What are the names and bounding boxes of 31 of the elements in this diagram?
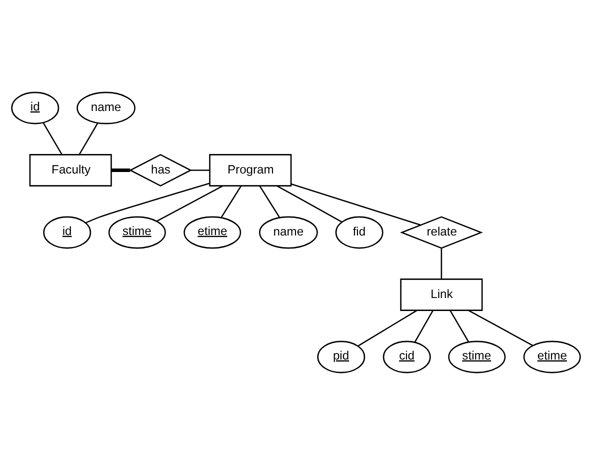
connector: [156, 185, 223, 222]
connector: [358, 310, 418, 347]
connector: [85, 182, 210, 224]
connector: [276, 185, 342, 222]
node-box: Link: [400, 278, 483, 311]
connector: [450, 310, 470, 342]
node-ellipse: name: [76, 92, 136, 124]
node-diamond: has: [128, 154, 192, 187]
connector: [468, 310, 533, 346]
connector: [290, 183, 421, 226]
node-ellipse: stime: [108, 216, 166, 249]
node-diamond: relate: [400, 216, 483, 249]
node-ellipse: id: [43, 216, 92, 249]
node-ellipse: fid: [335, 216, 384, 249]
connector: [42, 122, 62, 155]
node-ellipse: etime: [523, 340, 581, 374]
connector: [78, 122, 98, 155]
node-ellipse: id: [11, 92, 60, 124]
node-box: Faculty: [29, 154, 112, 186]
node-ellipse: etime: [184, 216, 242, 249]
node-box: Program: [209, 154, 292, 186]
connector: [259, 186, 280, 218]
connector: [440, 248, 442, 280]
node-ellipse: pid: [317, 340, 366, 374]
connector: [414, 310, 434, 342]
connector: [111, 168, 130, 172]
connector: [220, 186, 242, 218]
node-ellipse: name: [259, 216, 318, 249]
connector: [190, 170, 210, 171]
node-ellipse: cid: [382, 340, 431, 374]
node-ellipse: stime: [448, 340, 506, 374]
